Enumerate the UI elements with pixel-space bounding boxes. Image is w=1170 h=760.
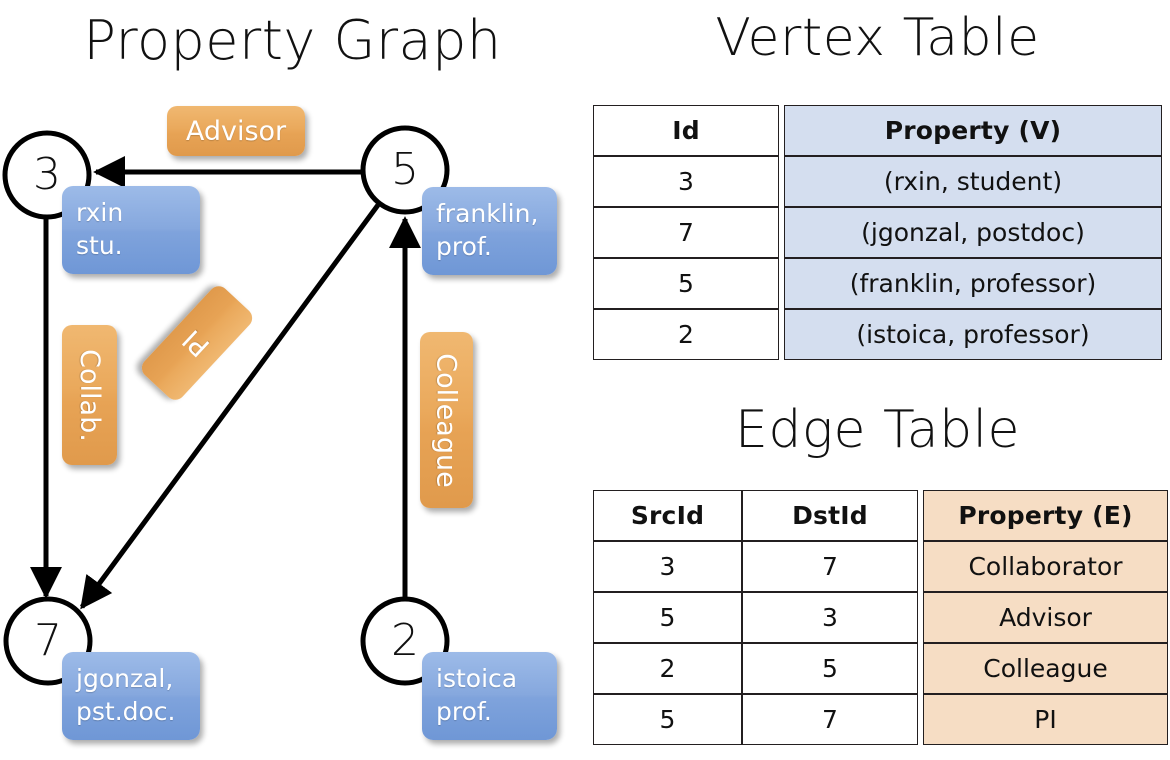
- edge-table-column-gap: [918, 541, 923, 592]
- edge-table-column-gap: [918, 643, 923, 694]
- edge-label-pi-text: PI: [177, 323, 217, 363]
- vertex-row-id: 3: [593, 156, 779, 207]
- edge-row-dstid: 7: [742, 541, 918, 592]
- edge-row-property: Advisor: [923, 592, 1168, 643]
- node-property-role-franklin: prof.: [436, 232, 492, 261]
- node-property-box-franklin: franklin, prof.: [422, 187, 557, 275]
- node-property-role-jgonzal: pst.doc.: [76, 697, 176, 726]
- table-row: 2 (istoica, professor): [593, 309, 1162, 360]
- edge-table-column-gap: [918, 592, 923, 643]
- edge-row-dstid: 3: [742, 592, 918, 643]
- table-row: 3 (rxin, student): [593, 156, 1162, 207]
- vertex-table-header-id: Id: [593, 105, 779, 156]
- edge-label-advisor-text: Advisor: [185, 115, 287, 147]
- table-row: 2 5 Colleague: [593, 643, 1168, 694]
- edge-label-colleague-text: Colleague: [431, 352, 462, 488]
- edge-5-to-7-pi: [79, 203, 381, 610]
- vertex-table-column-gap: [779, 207, 784, 258]
- edge-table-column-gap: [918, 490, 923, 541]
- node-property-box-jgonzal: jgonzal, pst.doc.: [62, 652, 200, 740]
- table-row: 3 7 Collaborator: [593, 541, 1168, 592]
- vertex-row-property: (jgonzal, postdoc): [784, 207, 1162, 258]
- vertex-row-id: 5: [593, 258, 779, 309]
- edge-row-property: PI: [923, 694, 1168, 745]
- node-property-name-jgonzal: jgonzal,: [76, 664, 174, 693]
- vertex-row-property: (istoica, professor): [784, 309, 1162, 360]
- vertex-table-column-gap: [779, 105, 784, 156]
- edge-table-header-dstid: DstId: [742, 490, 918, 541]
- vertex-row-id: 2: [593, 309, 779, 360]
- table-row: 7 (jgonzal, postdoc): [593, 207, 1162, 258]
- page-title-edge-table: Edge Table: [734, 400, 1021, 460]
- edge-row-srcid: 5: [593, 592, 742, 643]
- node-property-name-istoica: istoica: [436, 664, 518, 693]
- vertex-row-id: 7: [593, 207, 779, 258]
- edge-row-dstid: 5: [742, 643, 918, 694]
- table-header-row: SrcId DstId Property (E): [593, 490, 1168, 541]
- edge-row-srcid: 3: [593, 541, 742, 592]
- edge-label-advisor: Advisor: [167, 106, 305, 156]
- edge-table-column-gap: [918, 694, 923, 745]
- edge-label-colleague: Colleague: [420, 332, 473, 508]
- edge-row-dstid: 7: [742, 694, 918, 745]
- vertex-row-property: (franklin, professor): [784, 258, 1162, 309]
- vertex-table-header-property: Property (V): [784, 105, 1162, 156]
- node-property-role-istoica: prof.: [436, 697, 492, 726]
- table-row: 5 7 PI: [593, 694, 1168, 745]
- vertex-row-property: (rxin, student): [784, 156, 1162, 207]
- node-property-name-franklin: franklin,: [436, 199, 539, 228]
- page-title-vertex-table: Vertex Table: [715, 8, 1040, 68]
- page-title-property-graph: Property Graph: [83, 9, 502, 72]
- node-property-role-rxin: stu.: [76, 231, 123, 260]
- vertex-table: Id Property (V) 3 (rxin, student) 7 (jgo…: [593, 105, 1162, 360]
- table-row: 5 3 Advisor: [593, 592, 1168, 643]
- node-property-box-istoica: istoica prof.: [422, 652, 557, 740]
- edge-label-collaborator: Collab.: [62, 325, 117, 465]
- edge-table: SrcId DstId Property (E) 3 7 Collaborato…: [593, 490, 1168, 745]
- edge-row-srcid: 2: [593, 643, 742, 694]
- table-header-row: Id Property (V): [593, 105, 1162, 156]
- edge-table-header-property: Property (E): [923, 490, 1168, 541]
- edge-table-header-srcid: SrcId: [593, 490, 742, 541]
- vertex-table-column-gap: [779, 309, 784, 360]
- node-property-name-rxin: rxin: [76, 198, 124, 227]
- vertex-table-column-gap: [779, 258, 784, 309]
- edge-row-property: Collaborator: [923, 541, 1168, 592]
- edge-row-srcid: 5: [593, 694, 742, 745]
- edge-label-collaborator-text: Collab.: [74, 348, 105, 442]
- node-property-box-rxin: rxin stu.: [62, 186, 200, 274]
- table-row: 5 (franklin, professor): [593, 258, 1162, 309]
- edge-row-property: Colleague: [923, 643, 1168, 694]
- vertex-table-column-gap: [779, 156, 784, 207]
